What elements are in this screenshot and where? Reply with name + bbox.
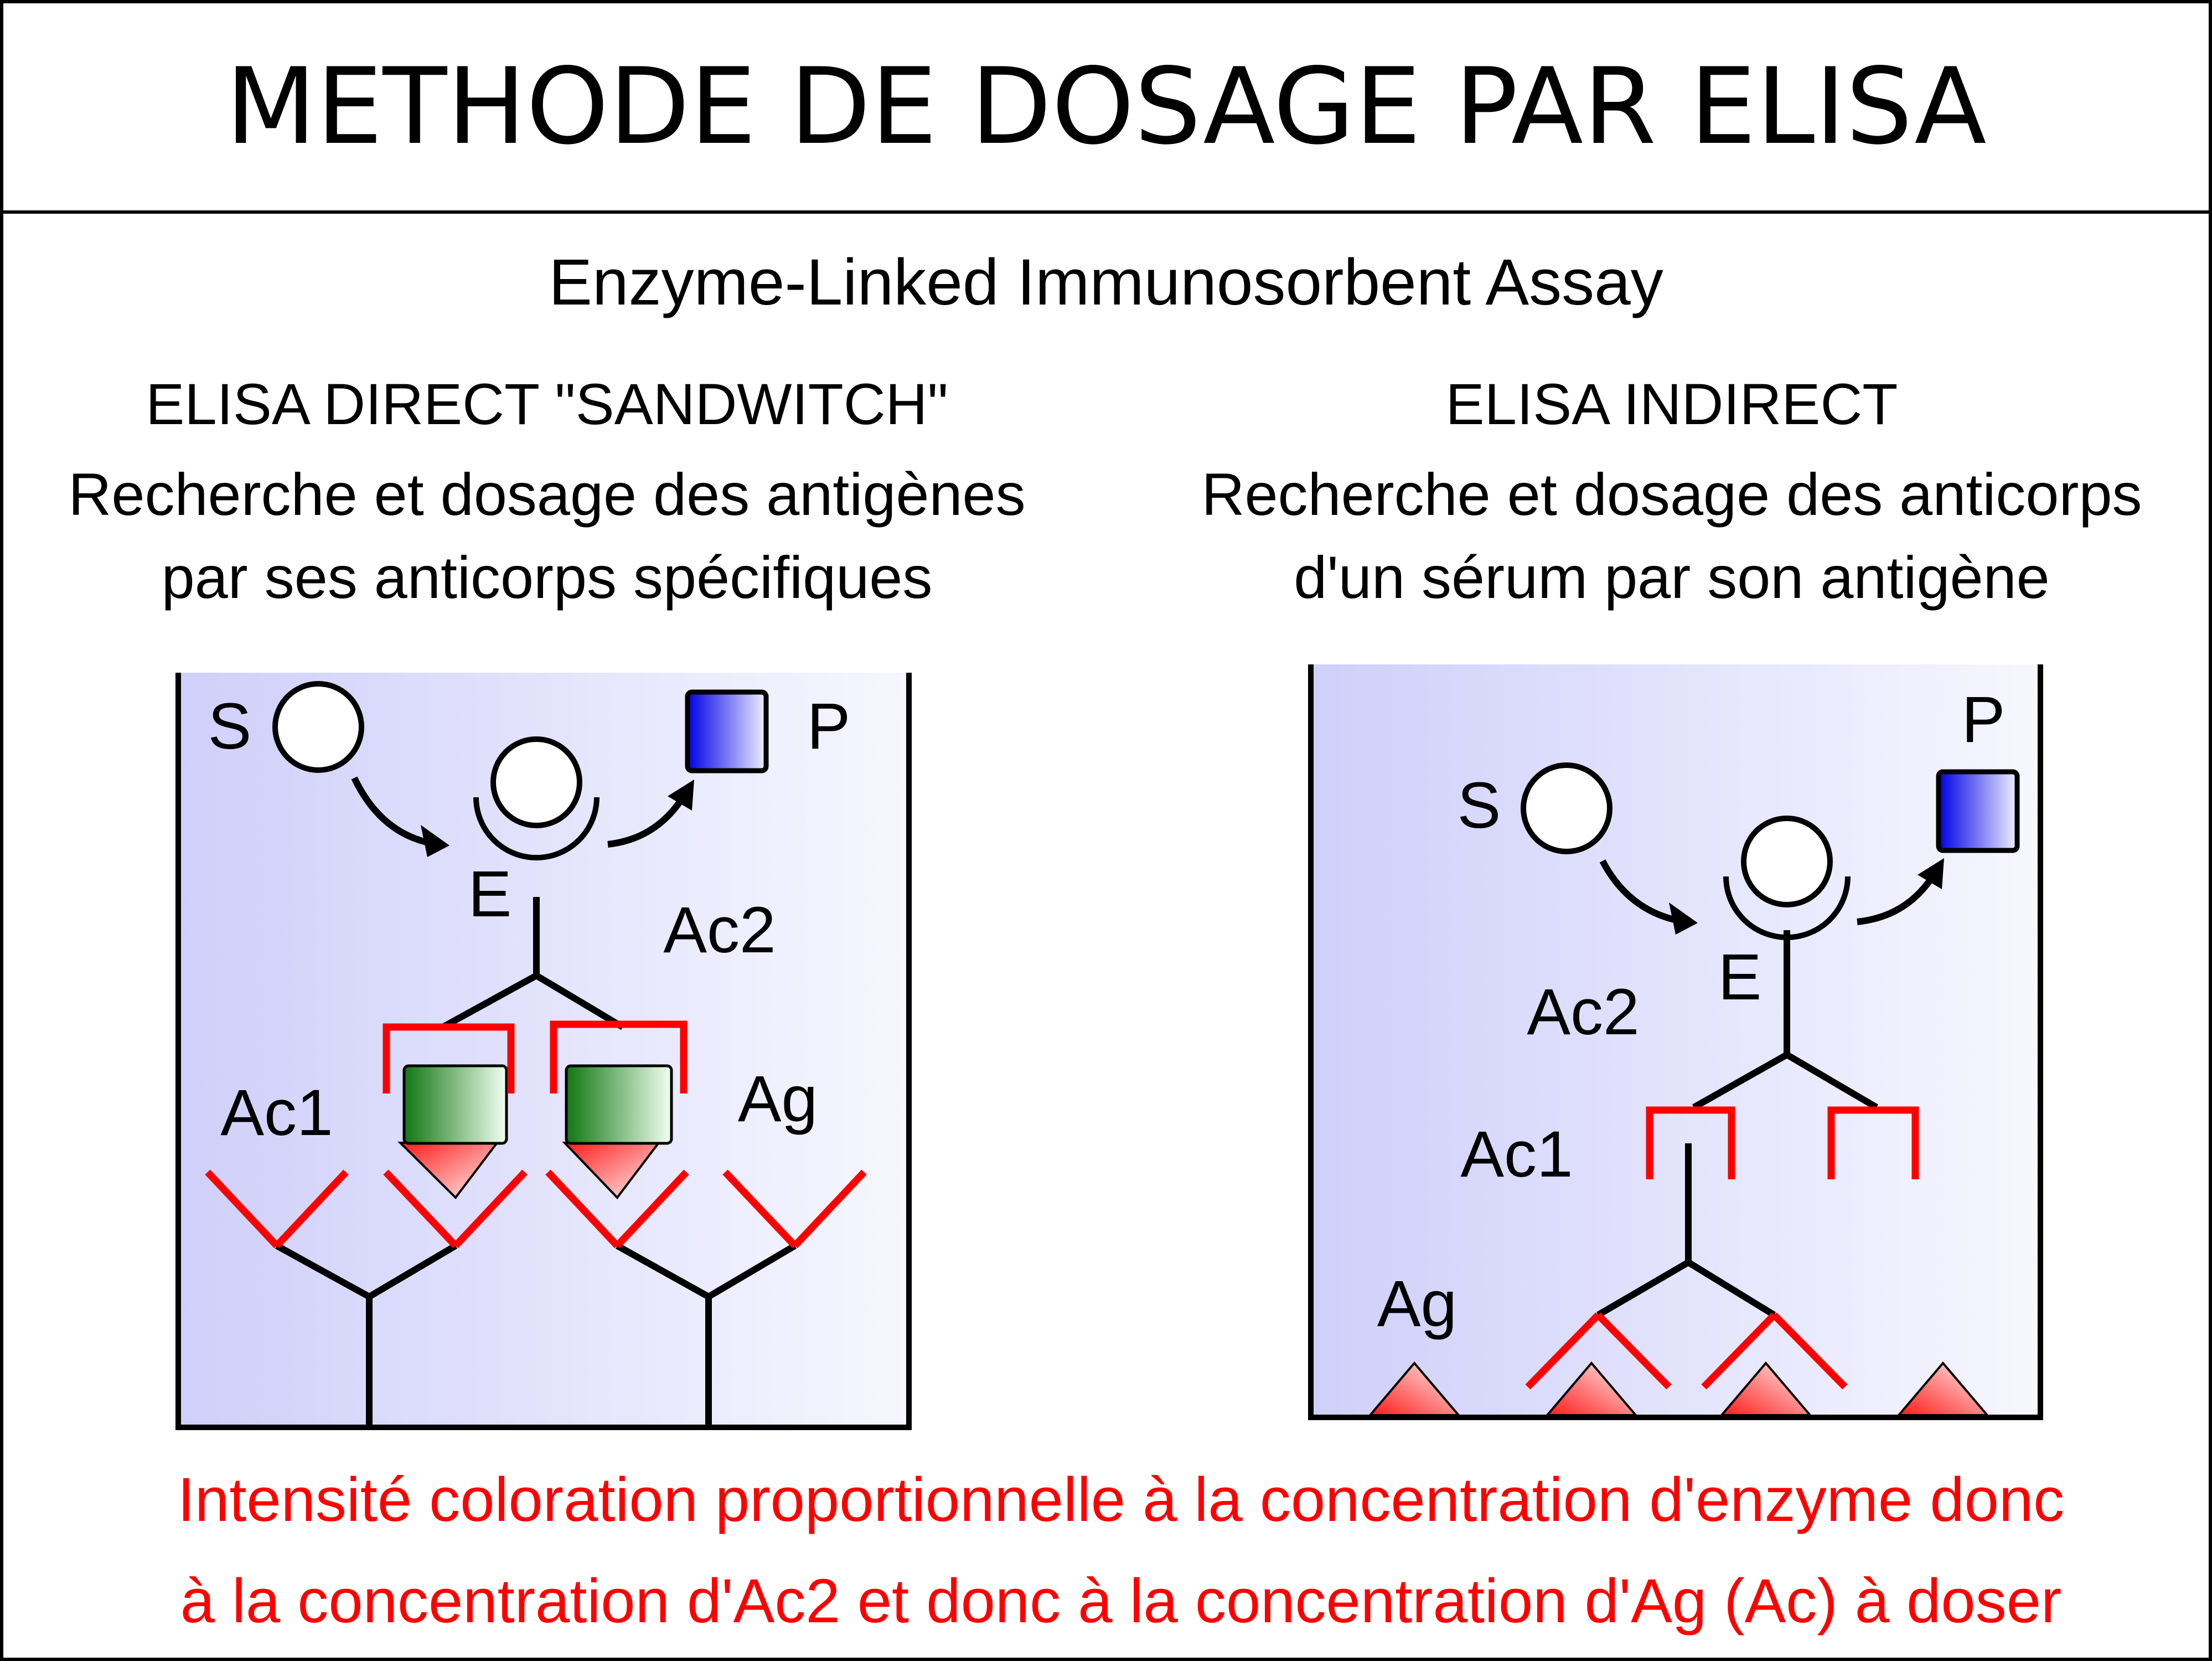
left-desc-line2: par ses anticorps spécifiques (162, 544, 933, 611)
right-label-ac1: Ac1 (1460, 1118, 1573, 1191)
right-substrate (1521, 762, 1613, 854)
right-well-walls (1308, 664, 2043, 1420)
left-label-ag: Ag (738, 1062, 818, 1136)
left-antigen (562, 1064, 673, 1200)
left-label-ac1: Ac1 (220, 1076, 333, 1149)
right-antigen (1719, 1361, 1813, 1416)
left-product (685, 689, 769, 773)
left-substrate (272, 681, 364, 773)
left-heading: ELISA DIRECT "SANDWITCH" (146, 372, 948, 437)
left-arrow-product (607, 780, 694, 848)
right-label-s: S (1458, 769, 1501, 842)
page-title: METHODE DE DOSAGE PAR ELISA (225, 45, 1986, 168)
right-ac1-antibody (1525, 1143, 1848, 1390)
right-label-ac2: Ac2 (1527, 976, 1639, 1049)
left-label-s: S (208, 690, 252, 763)
left-desc-line1: Recherche et dosage des antigènes (68, 461, 1025, 528)
right-desc-line2: d'un sérum par son antigène (1294, 544, 2050, 611)
left-label-e: E (468, 858, 512, 931)
right-product (1936, 769, 2020, 853)
conclusion-line1: Intensité coloration proportionnelle à l… (178, 1465, 2064, 1534)
left-label-p: P (807, 690, 851, 763)
right-antigen (1544, 1361, 1639, 1416)
left-ac1-antibody (545, 1169, 867, 1427)
left-arrow-substrate (351, 776, 449, 857)
right-heading: ELISA INDIRECT (1446, 372, 1898, 437)
left-label-ac2: Ac2 (663, 894, 776, 967)
right-well: S P E Ac2 Ac1 Ag (1308, 664, 2043, 1420)
left-enzyme (473, 736, 599, 860)
right-label-ag: Ag (1377, 1267, 1457, 1340)
left-antigen (397, 1064, 508, 1200)
right-label-p: P (1962, 683, 2006, 756)
right-arrow-product (1857, 858, 1944, 925)
right-antigen (1896, 1361, 1990, 1416)
conclusion-line2: à la concentration d'Ac2 et donc à la co… (180, 1566, 2062, 1636)
left-capture-antibodies (205, 1169, 867, 1427)
left-well: S P E Ac2 Ac1 Ag (175, 673, 912, 1430)
right-well-fill (1311, 664, 2040, 1417)
right-label-e: E (1718, 941, 1762, 1014)
left-ac1-antibody (205, 1169, 528, 1427)
right-desc-line1: Recherche et dosage des anticorps (1201, 461, 2142, 528)
left-ac2-antibody (383, 897, 688, 1093)
right-ac2-antibody (1646, 930, 1919, 1179)
right-antigen (1367, 1361, 1461, 1416)
left-well-walls (175, 673, 912, 1430)
right-enzyme (1723, 816, 1851, 940)
subtitle: Enzyme-Linked Immunosorbent Assay (549, 246, 1663, 319)
right-arrow-substrate (1599, 859, 1698, 935)
